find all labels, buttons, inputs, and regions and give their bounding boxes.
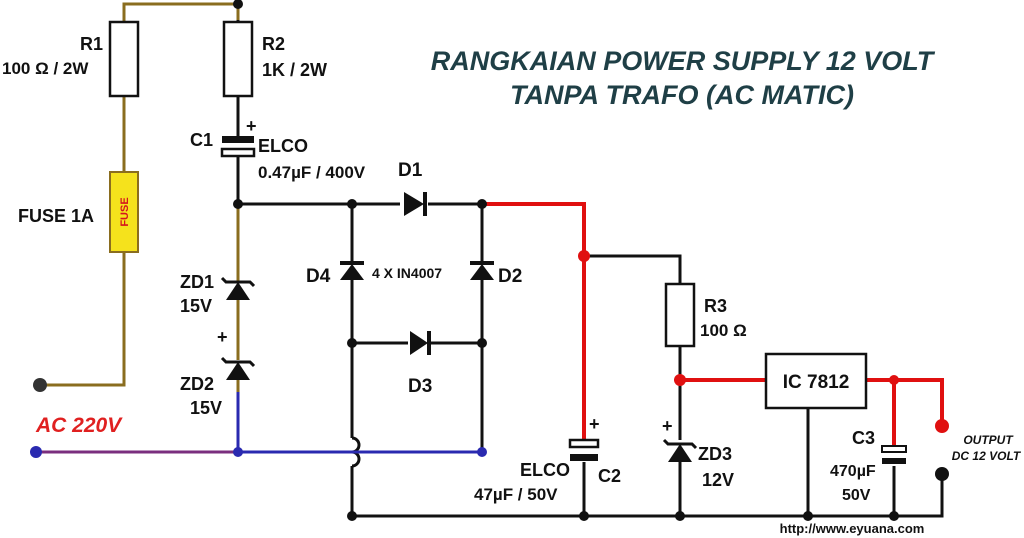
- zd3-plus: +: [662, 416, 673, 436]
- r2-value: 1K / 2W: [262, 60, 327, 80]
- output-terminal-positive: [935, 419, 949, 433]
- wire-ic-out: [866, 378, 944, 424]
- node-bridge-mid-right: [477, 338, 487, 348]
- node-bridge-top-right: [477, 199, 487, 209]
- output-label-line2: DC 12 VOLT: [952, 449, 1022, 463]
- zd2-name: ZD2: [180, 374, 214, 394]
- r3-value: 100 Ω: [700, 321, 747, 340]
- c1-name: C1: [190, 130, 213, 150]
- capacitor-c2: [568, 438, 600, 461]
- zener-zd3: [662, 438, 698, 462]
- resistor-r2: [222, 20, 254, 98]
- zd1-name: ZD1: [180, 272, 214, 292]
- ac-input-label: AC 220V: [35, 414, 123, 437]
- resistor-r1: [108, 20, 140, 98]
- d4-name: D4: [306, 266, 331, 287]
- output-terminal-ground: [935, 467, 949, 481]
- website-url: http://www.eyuana.com: [780, 521, 925, 536]
- regulator-ic: [764, 352, 868, 410]
- node-bridge-top-left: [347, 199, 357, 209]
- c3-name: C3: [852, 428, 875, 448]
- diode-d1: [404, 192, 427, 216]
- wire-positive-rail: [482, 202, 586, 440]
- c2-plus: +: [589, 414, 600, 434]
- node-ground-c2: [579, 511, 589, 521]
- c2-type: ELCO: [520, 460, 570, 480]
- output-label-line1: OUTPUT: [963, 433, 1014, 447]
- zener-zd1: [220, 276, 256, 300]
- diode-d3: [410, 331, 431, 355]
- resistor-r3: [664, 282, 696, 348]
- c1-type: ELCO: [258, 136, 308, 156]
- c3-value: 470µF: [830, 463, 876, 480]
- zd3-name: ZD3: [698, 444, 732, 464]
- node-ac-left: [233, 447, 243, 457]
- node-ground-ic: [803, 511, 813, 521]
- wire-ground-rail: [352, 476, 944, 518]
- node-bridge-mid-left: [347, 338, 357, 348]
- r2-name: R2: [262, 34, 285, 54]
- diode-d2: [470, 261, 494, 280]
- bridge-label: 4 X IN4007: [372, 265, 442, 281]
- node-ground-zd3: [675, 511, 685, 521]
- diagram-title-line1: RANGKAIAN POWER SUPPLY 12 VOLT: [431, 46, 936, 76]
- capacitor-c1: [220, 136, 256, 158]
- zd1-plus: +: [217, 327, 228, 347]
- r3-name: R3: [704, 296, 727, 316]
- c2-name: C2: [598, 466, 621, 486]
- capacitor-c3: [881, 445, 907, 464]
- node-ac-terminal: [33, 378, 47, 392]
- c1-value: 0.47µF / 400V: [258, 163, 366, 182]
- c2-value: 47µF / 50V: [474, 485, 558, 504]
- c3-voltage: 50V: [842, 487, 871, 504]
- node-c1-bottom: [233, 199, 243, 209]
- d2-name: D2: [498, 266, 522, 287]
- wire-to-r3: [584, 254, 682, 284]
- fuse-label: FUSE 1A: [18, 206, 94, 226]
- zd3-value: 12V: [702, 470, 734, 490]
- node-top: [233, 0, 243, 9]
- r1-value: 100 Ω / 2W: [2, 59, 89, 78]
- node-ac-right: [477, 447, 487, 457]
- fuse: [109, 171, 139, 253]
- c1-plus: +: [246, 116, 257, 136]
- zd2-value: 15V: [190, 398, 222, 418]
- ic-label: IC 7812: [783, 372, 850, 393]
- r1-name: R1: [80, 34, 103, 54]
- node-ground-c3: [889, 511, 899, 521]
- diagram-title-line2: TANPA TRAFO (AC MATIC): [510, 80, 854, 110]
- node-positive: [578, 250, 590, 262]
- wire-input-top: [122, 2, 240, 24]
- node-ground-left: [347, 511, 357, 521]
- node-r3-ic: [674, 374, 686, 386]
- fuse-marking: FUSE: [119, 197, 131, 226]
- d1-name: D1: [398, 160, 423, 181]
- wire-input-left: [40, 96, 126, 387]
- zener-zd2: [220, 356, 256, 380]
- d3-name: D3: [408, 376, 432, 397]
- node-ic-out: [889, 375, 899, 385]
- diode-d4: [340, 261, 364, 280]
- node-ac-terminal-blue: [30, 446, 42, 458]
- zd1-value: 15V: [180, 296, 212, 316]
